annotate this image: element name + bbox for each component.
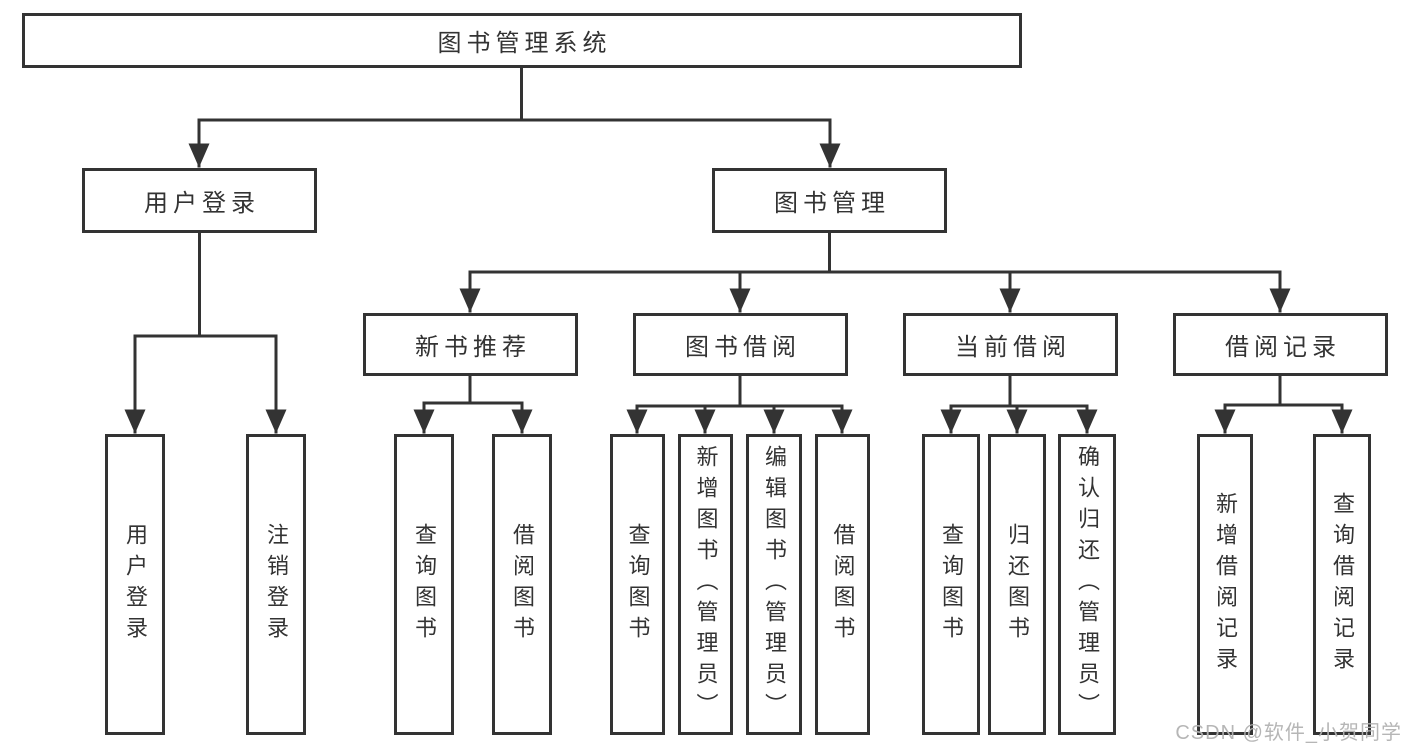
leaf-current-query-label: 查询图书 — [939, 522, 964, 647]
node-new-books: 新书推荐 — [363, 313, 578, 376]
leaf-current-query: 查询图书 — [922, 434, 980, 735]
leaf-user-login: 用户登录 — [105, 434, 165, 735]
leaf-new-books-borrow: 借阅图书 — [492, 434, 552, 735]
leaf-borrow-query: 查询图书 — [610, 434, 665, 735]
leaf-logout: 注销登录 — [246, 434, 306, 735]
watermark: CSDN @软件_小贺同学 — [1175, 722, 1402, 744]
leaf-current-confirm: 确认归还（管理员） — [1058, 434, 1116, 735]
node-book-mgmt: 图书管理 — [712, 168, 947, 233]
leaf-new-books-query: 查询图书 — [394, 434, 454, 735]
node-current-borrow-label: 当前借阅 — [955, 334, 1071, 361]
leaf-borrow-add-label: 新增图书（管理员） — [693, 445, 719, 724]
leaf-current-confirm-label: 确认归还（管理员） — [1075, 445, 1100, 724]
leaf-new-books-borrow-label: 借阅图书 — [510, 522, 535, 647]
leaf-records-add: 新增借阅记录 — [1197, 434, 1253, 735]
leaf-borrow-borrow-label: 借阅图书 — [830, 522, 856, 647]
leaf-new-books-query-label: 查询图书 — [412, 522, 437, 647]
node-current-borrow: 当前借阅 — [903, 313, 1118, 376]
node-user-login-label: 用户登录 — [144, 190, 260, 217]
leaf-borrow-add: 新增图书（管理员） — [678, 434, 733, 735]
leaf-records-add-label: 新增借阅记录 — [1213, 491, 1238, 678]
leaf-borrow-edit: 编辑图书（管理员） — [746, 434, 802, 735]
leaf-records-query: 查询借阅记录 — [1313, 434, 1371, 735]
node-borrow-records-label: 借阅记录 — [1225, 334, 1341, 361]
leaf-current-return-label: 归还图书 — [1005, 522, 1030, 647]
leaf-borrow-edit-label: 编辑图书（管理员） — [762, 445, 787, 724]
node-user-login: 用户登录 — [82, 168, 317, 233]
node-root: 图书管理系统 — [22, 13, 1022, 68]
node-borrow-records: 借阅记录 — [1173, 313, 1388, 376]
leaf-current-return: 归还图书 — [988, 434, 1046, 735]
node-book-borrow-label: 图书借阅 — [685, 334, 801, 361]
node-root-label: 图书管理系统 — [437, 30, 612, 57]
leaf-records-query-label: 查询借阅记录 — [1330, 491, 1355, 678]
leaf-user-login-label: 用户登录 — [123, 522, 148, 647]
leaf-borrow-borrow: 借阅图书 — [815, 434, 870, 735]
leaf-borrow-query-label: 查询图书 — [625, 522, 651, 647]
leaf-logout-label: 注销登录 — [264, 522, 289, 647]
node-new-books-label: 新书推荐 — [415, 334, 531, 361]
node-book-borrow: 图书借阅 — [633, 313, 848, 376]
node-book-mgmt-label: 图书管理 — [774, 190, 890, 217]
